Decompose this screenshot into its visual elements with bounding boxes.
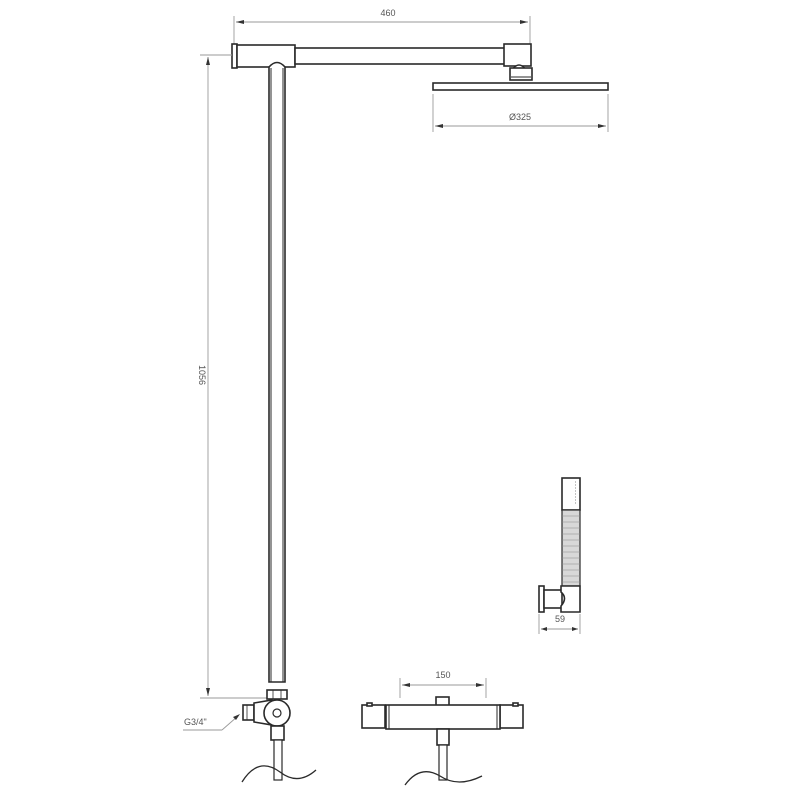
break-line-left (241, 765, 317, 783)
shower-head (432, 64, 609, 91)
shower-arm (231, 43, 532, 69)
riser-pipe (268, 61, 286, 683)
dimension-arm-length: 460 (233, 8, 531, 44)
mixer-width-label: 150 (435, 670, 450, 680)
head-diameter-label: Ø325 (509, 112, 531, 122)
arm-length-label: 460 (380, 8, 395, 18)
break-line-right (404, 770, 483, 786)
column-height-label: 1056 (197, 365, 207, 385)
inlet-thread-callout: G3/4" (183, 714, 240, 731)
thermostatic-mixer (361, 696, 524, 781)
diverter-valve (242, 689, 291, 781)
hand-shower (538, 477, 581, 613)
dimension-head-diameter: Ø325 (432, 94, 609, 132)
dimension-mixer-width: 150 (399, 670, 487, 698)
holder-depth-label: 59 (555, 614, 565, 624)
dimension-holder-depth: 59 (538, 614, 581, 634)
dimension-column-height: 1056 (197, 54, 268, 699)
inlet-thread-label: G3/4" (184, 717, 207, 727)
